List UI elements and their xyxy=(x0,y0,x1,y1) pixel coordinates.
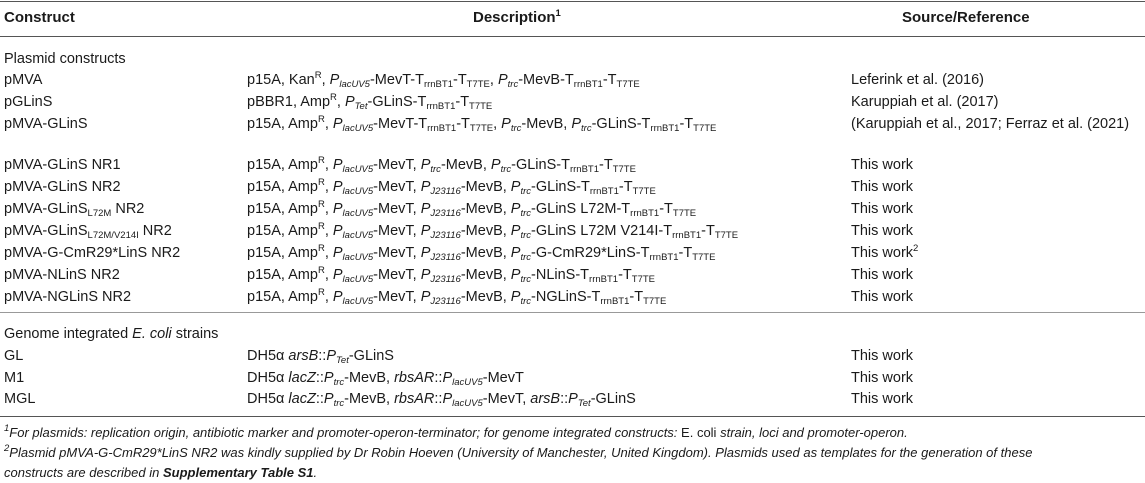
construct-cell: GL xyxy=(4,348,24,364)
source-cell: This work xyxy=(851,289,914,305)
description-cell: p15A, KanR, PlacUV5-MevT-TrrnBT1-TT7TE, … xyxy=(247,70,640,90)
source-cell: This work xyxy=(851,157,914,173)
source-cell: This work xyxy=(851,370,914,386)
description-cell: p15A, AmpR, PlacUV5-MevT, PJ23116-MevB, … xyxy=(247,221,739,241)
header-description: Description1 xyxy=(473,8,561,26)
table-bottom-rule xyxy=(0,416,1145,417)
construct-cell: pGLinS xyxy=(4,94,53,110)
section-divider xyxy=(0,312,1145,313)
description-cell: p15A, AmpR, PlacUV5-MevT, PJ23116-MevB, … xyxy=(247,199,697,219)
description-cell: p15A, AmpR, PlacUV5-MevT, PJ23116-MevB, … xyxy=(247,287,667,307)
construct-cell: pMVA-GLinS NR2 xyxy=(4,179,121,195)
source-cell: This work xyxy=(851,179,914,195)
construct-cell: pMVA-GLinSL72M NR2 xyxy=(4,201,145,219)
footnote-2: 2Plasmid pMVA-G-CmR29*LinS NR2 was kindl… xyxy=(4,443,1033,480)
source-cell: This work xyxy=(851,391,914,407)
description-cell: p15A, AmpR, PlacUV5-MevT-TrrnBT1-TT7TE, … xyxy=(247,114,717,134)
source-cell: (Karuppiah et al., 2017; Ferraz et al. (… xyxy=(851,116,1130,132)
table-top-rule xyxy=(0,1,1145,2)
source-cell: This work2 xyxy=(851,243,919,261)
source-cell: This work xyxy=(851,201,914,217)
section-plasmid-constructs: Plasmid constructs xyxy=(4,51,126,67)
header-source: Source/Reference xyxy=(902,9,1030,26)
construct-cell: pMVA xyxy=(4,72,43,88)
description-cell: p15A, AmpR, PlacUV5-MevT, PJ23116-MevB, … xyxy=(247,243,716,263)
header-construct: Construct xyxy=(4,9,75,26)
description-cell: pBBR1, AmpR, PTet-GLinS-TrrnBT1-TT7TE xyxy=(247,92,493,112)
construct-cell: pMVA-NLinS NR2 xyxy=(4,267,120,283)
source-cell: Leferink et al. (2016) xyxy=(851,72,984,88)
construct-cell: M1 xyxy=(4,370,25,386)
source-cell: Karuppiah et al. (2017) xyxy=(851,94,999,110)
construct-cell: pMVA-GLinS xyxy=(4,116,88,132)
construct-cell: pMVA-GLinSL72M/V214I NR2 xyxy=(4,223,172,241)
description-cell: DH5α lacZ::Ptrc-MevB, rbsAR::PlacUV5-Mev… xyxy=(247,391,636,409)
source-cell: This work xyxy=(851,267,914,283)
construct-cell: pMVA-G-CmR29*LinS NR2 xyxy=(4,245,181,261)
description-cell: p15A, AmpR, PlacUV5-MevT, PJ23116-MevB, … xyxy=(247,177,656,197)
description-cell: p15A, AmpR, PlacUV5-MevT, Ptrc-MevB, Ptr… xyxy=(247,155,636,175)
construct-cell: pMVA-NGLinS NR2 xyxy=(4,289,132,305)
footnote-1: 1For plasmids: replication origin, antib… xyxy=(4,423,908,440)
source-cell: This work xyxy=(851,223,914,239)
description-cell: p15A, AmpR, PlacUV5-MevT, PJ23116-MevB, … xyxy=(247,265,656,285)
section-genome-integrated: Genome integrated E. coli strains xyxy=(4,326,219,342)
construct-cell: pMVA-GLinS NR1 xyxy=(4,157,121,173)
source-cell: This work xyxy=(851,348,914,364)
description-cell: DH5α lacZ::Ptrc-MevB, rbsAR::PlacUV5-Mev… xyxy=(247,370,524,388)
construct-cell: MGL xyxy=(4,391,36,407)
header-rule xyxy=(0,36,1145,37)
description-cell: DH5α arsB::PTet-GLinS xyxy=(247,348,394,366)
